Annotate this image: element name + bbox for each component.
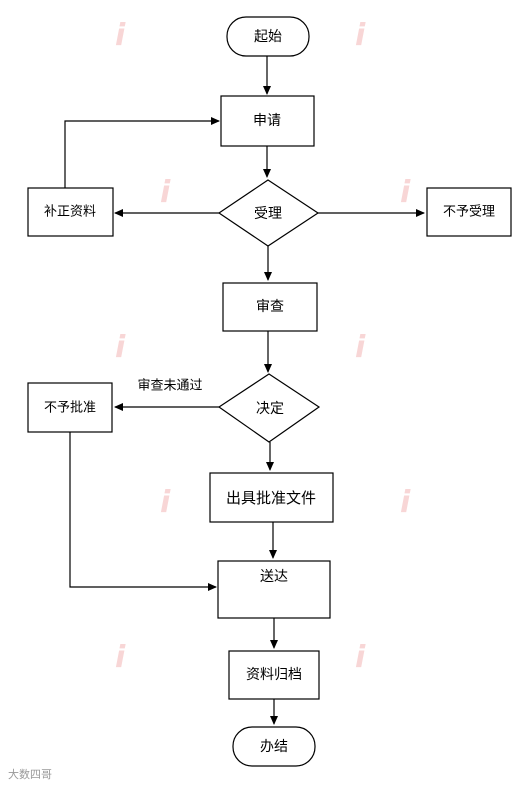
- node-accept-label: 受理: [254, 206, 282, 222]
- node-archive-shape: [228, 650, 320, 700]
- node-reject-approve-label: 不予批准: [44, 401, 96, 416]
- footer-credit: 大数四哥: [8, 768, 52, 781]
- node-end-label: 办结: [260, 739, 288, 755]
- node-issue-shape: [209, 472, 334, 523]
- node-reject-accept-label: 不予受理: [443, 205, 495, 220]
- node-apply-shape: [220, 95, 315, 147]
- node-review-label: 审查: [256, 299, 284, 315]
- node-reject-approve-shape: [27, 382, 113, 433]
- node-deliver-shape: [217, 560, 331, 619]
- node-end-shape: [232, 726, 316, 767]
- node-correct-shape: [27, 187, 114, 237]
- node-decide-label: 决定: [256, 401, 284, 417]
- node-deliver-label: 送达: [260, 569, 288, 585]
- edge-reject-deliver: [69, 432, 217, 591]
- edge-correct-apply: [64, 117, 220, 188]
- node-decide-shape: [217, 373, 321, 443]
- node-reject-accept-shape: [426, 187, 512, 237]
- node-accept-shape: [217, 179, 320, 247]
- node-archive-label: 资料归档: [246, 666, 302, 683]
- node-issue-label: 出具批准文件: [226, 489, 316, 507]
- node-correct-label: 补正资料: [44, 205, 96, 220]
- node-apply-label: 申请: [253, 113, 281, 129]
- node-start-label: 起始: [254, 29, 282, 45]
- node-review-shape: [222, 282, 318, 332]
- edge-label-review-failed: 审查未通过: [137, 379, 202, 394]
- node-start-shape: [226, 16, 310, 57]
